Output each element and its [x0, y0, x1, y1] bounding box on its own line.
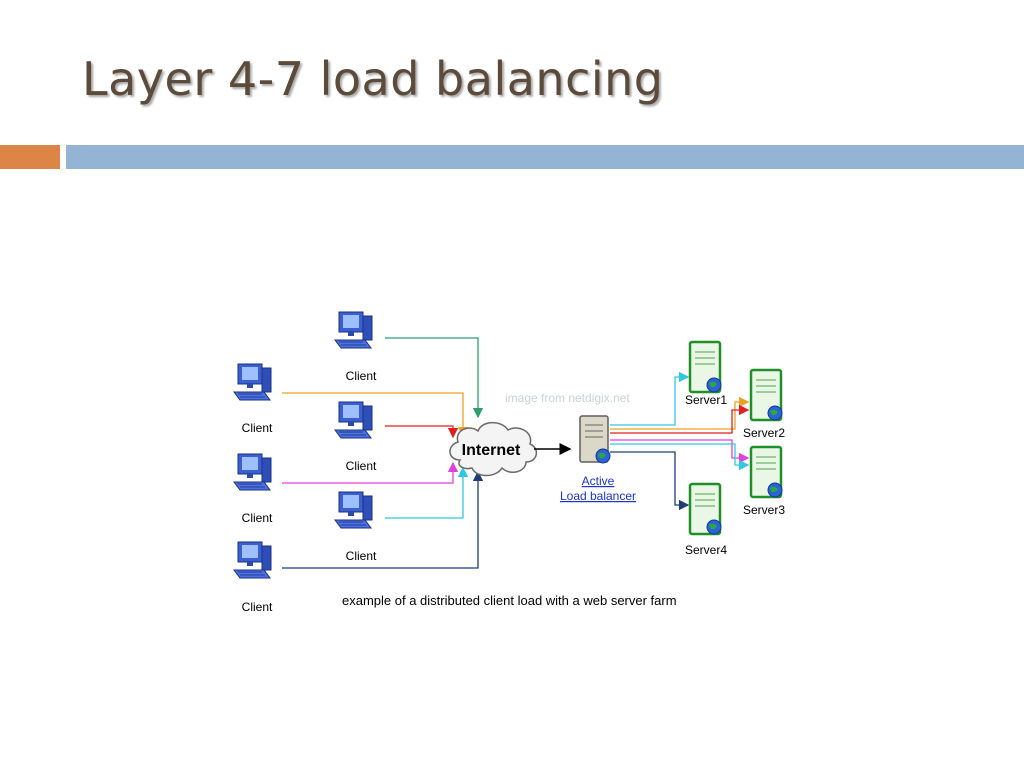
server-2: Server2 [743, 368, 785, 440]
server-icon [688, 340, 723, 394]
client-label: Client [346, 549, 377, 563]
computer-icon [334, 491, 373, 529]
title-divider-bar [66, 145, 1024, 169]
server-label: Server3 [743, 503, 785, 517]
server-icon [579, 415, 611, 464]
client-left-2: Client [233, 453, 273, 525]
diagram-caption: example of a distributed client load wit… [342, 593, 677, 608]
server-1: Server1 [685, 340, 727, 407]
line-to-server4 [610, 451, 690, 511]
title-accent-bar [0, 145, 60, 169]
balancer-label-name: Load balancer [560, 489, 636, 503]
server-3: Server3 [743, 445, 785, 517]
slide-title: Layer 4-7 load balancing [82, 52, 664, 106]
server-connection-lines [610, 371, 750, 511]
client-label: Client [242, 600, 273, 614]
line-to-server3-b [610, 443, 750, 471]
line-middle-client-1 [385, 425, 459, 439]
server-icon [688, 482, 723, 536]
server-icon [749, 368, 784, 422]
line-top-client [385, 337, 484, 419]
client-connection-lines [282, 337, 484, 569]
client-label: Client [242, 511, 273, 525]
client-label: Client [346, 369, 377, 383]
line-to-server1 [610, 371, 690, 426]
server-label: Server2 [743, 426, 785, 440]
computer-icon [233, 541, 272, 579]
client-label: Client [242, 421, 273, 435]
line-to-server3-a [610, 439, 750, 464]
server-label: Server1 [685, 393, 727, 407]
computer-icon [233, 363, 272, 401]
internet-label: Internet [462, 442, 521, 459]
client-top: Client [334, 311, 377, 383]
computer-icon [334, 311, 373, 349]
server-icon [749, 445, 784, 499]
line-to-server2-a [610, 396, 750, 430]
line-left-client-2 [282, 461, 459, 484]
load-balancing-diagram: Client Client Client Client Client Clien… [220, 300, 800, 622]
computer-icon [334, 401, 373, 439]
line-middle-client-2 [385, 466, 469, 519]
line-bottom-client [282, 470, 484, 569]
server-4: Server4 [685, 482, 727, 557]
client-label: Client [346, 459, 377, 473]
active-load-balancer: Active Load balancer [560, 415, 636, 503]
computer-icon [233, 453, 272, 491]
balancer-label-active: Active [582, 474, 615, 488]
line-left-client-1 [282, 392, 469, 438]
watermark-text: image from netdigix.net [505, 391, 630, 405]
client-left-1: Client [233, 363, 273, 435]
client-middle-1: Client [334, 401, 377, 473]
cloud-icon [449, 421, 538, 477]
client-left-3: Client [233, 541, 273, 614]
client-middle-2: Client [334, 491, 377, 563]
line-to-server2-b [610, 404, 750, 434]
internet-cloud: Internet [449, 421, 538, 477]
server-label: Server4 [685, 543, 727, 557]
